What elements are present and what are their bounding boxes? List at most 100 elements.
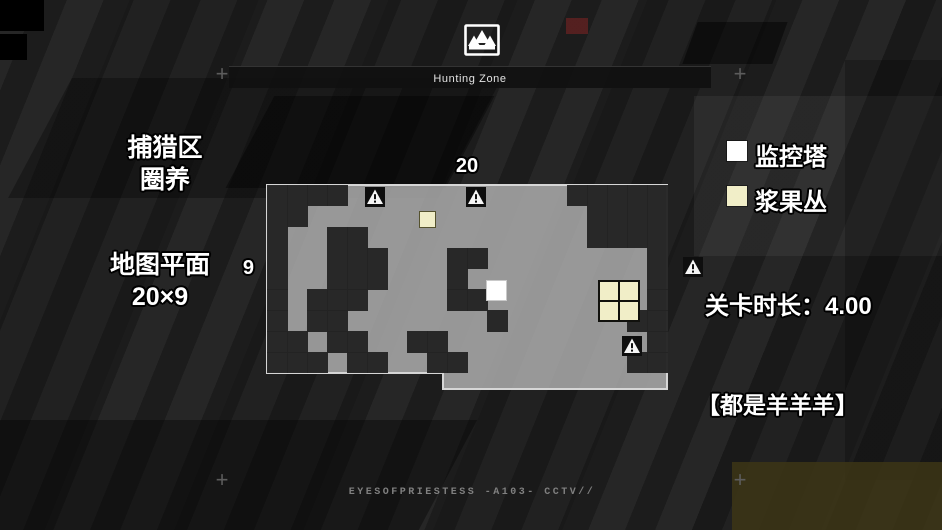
map-tile-wall bbox=[587, 226, 608, 249]
raid-alert-icon bbox=[365, 186, 385, 207]
monitor-tower-label: 监控塔 bbox=[755, 144, 827, 171]
berry-bush-tile bbox=[419, 211, 436, 229]
map-tile-wall bbox=[307, 289, 328, 311]
map-tile-wall bbox=[327, 331, 348, 353]
crosshair-mark: + bbox=[215, 466, 229, 492]
map-width-label: 20 bbox=[455, 155, 479, 177]
map-tile-wall bbox=[367, 268, 388, 290]
map-tile-wall bbox=[627, 205, 648, 228]
berry-bush-label: 浆果丛 bbox=[755, 189, 827, 216]
map-tile-wall bbox=[647, 247, 668, 270]
map-tile-wall bbox=[567, 185, 588, 207]
map-tile-wall bbox=[267, 226, 288, 249]
map-tile-wall bbox=[347, 226, 368, 249]
zone-mode-cn: 圈养 bbox=[139, 166, 190, 194]
corner-black-block bbox=[0, 0, 44, 31]
map-tile-wall bbox=[267, 289, 288, 311]
berry-bush-cluster bbox=[598, 280, 640, 323]
map-tile-wall bbox=[267, 205, 288, 228]
map-plane-label: 地图平面 bbox=[109, 251, 210, 279]
map-tile-wall bbox=[647, 310, 668, 332]
watermark: EYESOFPRIESTESS -A103- CCTV// bbox=[348, 487, 596, 498]
map-tile-wall bbox=[287, 205, 308, 228]
map-tile-wall bbox=[347, 247, 368, 270]
stage-duration: 关卡时长：4.00 bbox=[705, 286, 872, 321]
map-tile-wall bbox=[467, 289, 488, 311]
map-area[interactable] bbox=[265, 183, 715, 395]
map-tile-wall bbox=[627, 185, 648, 207]
raid-alert-icon bbox=[466, 186, 486, 207]
squad-name: 【都是羊羊羊】 bbox=[697, 392, 858, 418]
map-grid bbox=[267, 185, 668, 374]
map-tile-wall bbox=[347, 331, 368, 353]
map-tile-wall bbox=[607, 205, 628, 228]
bg-shape bbox=[845, 60, 942, 480]
hunting-zone-icon bbox=[464, 24, 500, 56]
bg-shape bbox=[682, 22, 788, 64]
map-tile-wall bbox=[307, 185, 328, 207]
bg-accent-block bbox=[732, 462, 942, 530]
map-tile-wall bbox=[327, 185, 348, 207]
map-tile-wall bbox=[647, 331, 668, 353]
zone-title-bar: Hunting Zone bbox=[229, 66, 711, 88]
crosshair-mark: + bbox=[733, 466, 747, 492]
map-height-label: 9 bbox=[242, 257, 254, 279]
map-tile-wall bbox=[267, 331, 288, 353]
raid-alert-icon bbox=[683, 257, 703, 278]
map-tile-wall bbox=[287, 331, 308, 353]
map-tile-wall bbox=[327, 268, 348, 290]
map-tile-wall bbox=[647, 289, 668, 311]
raid-alert-icon bbox=[622, 336, 642, 357]
map-tile-wall bbox=[407, 331, 428, 353]
bg-red-hint bbox=[566, 18, 588, 34]
zone-name-cn: 捕猎区 bbox=[127, 134, 203, 162]
map-tile-wall bbox=[587, 205, 608, 228]
map-tile-wall bbox=[607, 185, 628, 207]
map-tile-wall bbox=[627, 226, 648, 249]
map-tile-wall bbox=[647, 268, 668, 290]
crosshair-mark: + bbox=[733, 60, 747, 86]
crosshair-mark: + bbox=[215, 60, 229, 86]
map-tile-wall bbox=[347, 352, 368, 374]
map-tile-wall bbox=[267, 247, 288, 270]
monitor-tower-tile bbox=[486, 280, 507, 302]
map-tile-wall bbox=[347, 289, 368, 311]
map-tile-wall bbox=[307, 310, 328, 332]
map-tile-wall bbox=[647, 185, 668, 207]
map-tile-wall bbox=[267, 310, 288, 332]
bg-panel-right bbox=[694, 96, 942, 256]
map-tile-wall bbox=[347, 268, 368, 290]
map-tile-wall bbox=[267, 185, 288, 207]
corner-black-block bbox=[0, 34, 27, 60]
map-tile-wall bbox=[367, 352, 388, 374]
map-tile-wall bbox=[327, 247, 348, 270]
map-tile-wall bbox=[447, 268, 468, 290]
map-tile-wall bbox=[307, 352, 328, 374]
map-tile-wall bbox=[427, 352, 448, 374]
map-tile-wall bbox=[627, 352, 648, 374]
map-tile-wall bbox=[287, 352, 308, 374]
bg-shape bbox=[0, 420, 478, 530]
map-size-label: 20×9 bbox=[131, 283, 189, 311]
zone-title: Hunting Zone bbox=[433, 73, 507, 85]
map-tile-wall bbox=[647, 205, 668, 228]
map-tile-wall bbox=[287, 185, 308, 207]
map-tile-wall bbox=[267, 352, 288, 374]
map-tile-wall bbox=[647, 352, 668, 374]
map-tile-wall bbox=[447, 289, 468, 311]
map-tile-wall bbox=[367, 247, 388, 270]
map-tile-wall bbox=[487, 310, 508, 332]
map-tile-wall bbox=[427, 331, 448, 353]
map-tile-wall bbox=[327, 289, 348, 311]
map-tile-wall bbox=[327, 226, 348, 249]
map-tile-wall bbox=[607, 226, 628, 249]
map-tile-wall bbox=[647, 226, 668, 249]
map-tile-wall bbox=[267, 268, 288, 290]
map-tile-wall bbox=[467, 247, 488, 270]
map-tile-wall bbox=[587, 185, 608, 207]
map-tile-wall bbox=[327, 310, 348, 332]
duration-label: 关卡时长： bbox=[705, 293, 825, 320]
monitor-tower-swatch bbox=[727, 141, 747, 161]
duration-value: 4.00 bbox=[825, 293, 872, 320]
